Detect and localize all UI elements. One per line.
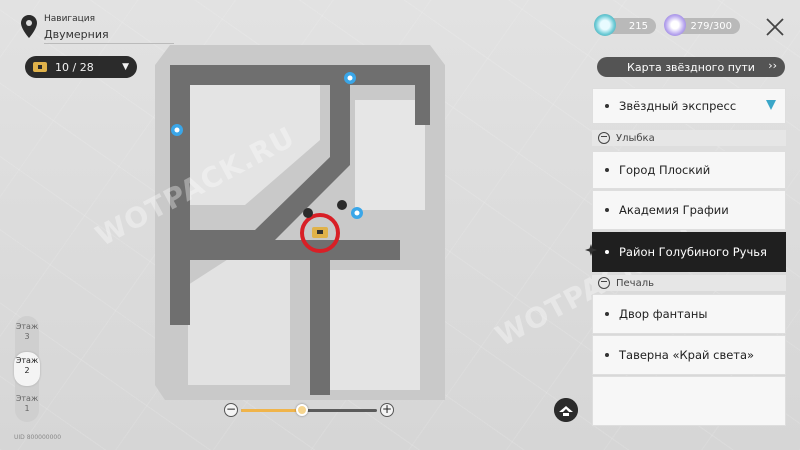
nav-divider <box>44 43 174 44</box>
section-header-smile: Улыбка <box>592 130 786 146</box>
chest-counter-text: 10 / 28 <box>55 60 94 74</box>
power-counter[interactable]: 279/300 <box>670 18 740 34</box>
floor-button-2[interactable]: Этаж 2 <box>14 352 40 386</box>
smile-face-icon <box>598 132 610 144</box>
map-road-east <box>415 65 430 125</box>
double-chevron-right-icon: ›› <box>768 59 777 72</box>
bullet-icon <box>605 250 609 254</box>
zoom-slider-handle[interactable] <box>296 404 309 416</box>
map-area[interactable] <box>150 45 450 405</box>
location-list-filler <box>592 376 786 426</box>
floor-label: Этаж <box>15 394 39 403</box>
fuel-value: 215 <box>628 20 648 32</box>
trailblaze-power-icon <box>664 14 686 36</box>
location-item-graphia-academy[interactable]: Академия Графии <box>592 190 786 230</box>
map-block-ne <box>355 100 425 210</box>
bullet-icon <box>605 168 609 172</box>
floor-label: Этаж <box>15 356 39 365</box>
nav-title: Навигация <box>44 14 96 24</box>
teleport-marker-2[interactable] <box>171 124 183 136</box>
floor-number: 2 <box>24 366 30 375</box>
location-label: Город Плоский <box>619 162 711 177</box>
location-item-fountain-court[interactable]: Двор фантаны <box>592 294 786 334</box>
bullet-icon <box>605 208 609 212</box>
map-pin-icon <box>21 15 37 38</box>
floor-number: 3 <box>24 332 30 341</box>
location-item-dove-stream-district[interactable]: Район Голубиного Ручья <box>592 232 786 272</box>
npc-icon[interactable] <box>303 208 313 218</box>
caret-down-icon: ▼ <box>122 62 129 72</box>
section-header-sad: Печаль <box>592 275 786 291</box>
map-road-north <box>170 65 430 250</box>
teleport-marker-1[interactable] <box>344 72 356 84</box>
bullet-icon <box>605 353 609 357</box>
floor-number: 1 <box>24 404 30 413</box>
map-road-west <box>170 65 190 325</box>
close-icon[interactable] <box>764 16 786 38</box>
tracked-flag-icon <box>766 100 776 110</box>
star-map-button[interactable]: Карта звёздного пути ›› <box>597 57 785 77</box>
map-block-nw <box>188 85 320 205</box>
map-road-center <box>180 240 400 395</box>
star-map-label: Карта звёздного пути <box>627 60 755 74</box>
bullet-icon <box>605 104 609 108</box>
location-label: Таверна «Край света» <box>619 347 755 362</box>
map-block-sw <box>188 245 290 385</box>
floor-button-1[interactable]: Этаж 1 <box>15 390 39 420</box>
nav-subtitle: Двумерния <box>44 28 109 41</box>
fuel-orb-icon <box>594 14 616 36</box>
floor-selector: Этаж 3 Этаж 2 Этаж 1 <box>14 316 40 422</box>
location-label: Академия Графии <box>619 202 729 217</box>
zoom-slider-track[interactable] <box>241 409 377 412</box>
zoom-slider-fill <box>241 409 303 412</box>
chest-counter-dropdown[interactable]: 10 / 28 ▼ <box>25 56 137 78</box>
player-location-marker[interactable] <box>300 213 340 253</box>
zoom-in-button[interactable]: + <box>380 402 394 417</box>
map-svg[interactable] <box>150 45 450 405</box>
navigation-track-icon[interactable] <box>554 398 578 422</box>
npc-icon[interactable] <box>337 200 347 210</box>
location-item-edge-tavern[interactable]: Таверна «Край света» <box>592 335 786 375</box>
chest-icon <box>33 62 47 72</box>
teleport-marker-3[interactable] <box>351 207 363 219</box>
bullet-icon <box>605 312 609 316</box>
location-label: Звёздный экспресс <box>619 98 737 113</box>
floor-button-3[interactable]: Этаж 3 <box>15 318 39 348</box>
cursor-icon <box>585 244 597 256</box>
location-item-flat-city[interactable]: Город Плоский <box>592 151 786 189</box>
floor-label: Этаж <box>15 322 39 331</box>
zoom-out-button[interactable]: − <box>224 402 238 417</box>
sad-face-icon <box>598 277 610 289</box>
section-label: Улыбка <box>616 132 655 144</box>
power-value: 279/300 <box>690 20 732 32</box>
location-item-express[interactable]: Звёздный экспресс <box>592 88 786 124</box>
uid-label: UID 800000000 <box>14 434 62 441</box>
map-block-se <box>325 270 420 390</box>
section-label: Печаль <box>616 277 654 289</box>
location-label: Район Голубиного Ручья <box>619 244 767 259</box>
location-label: Двор фантаны <box>619 306 708 321</box>
